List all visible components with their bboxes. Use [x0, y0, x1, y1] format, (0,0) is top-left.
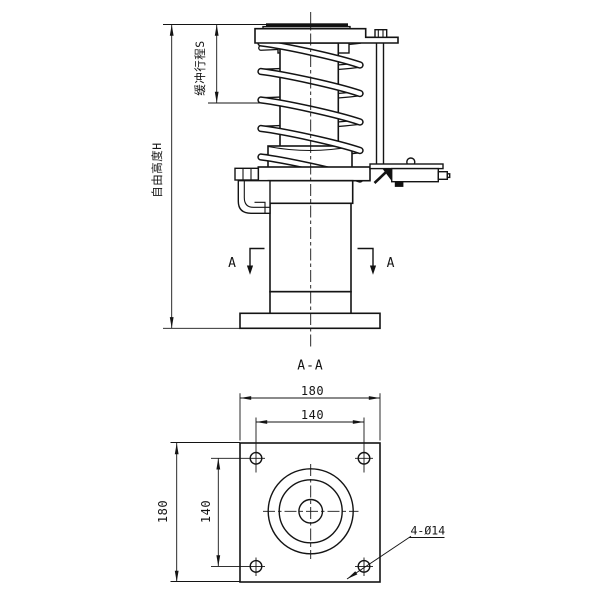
- pull-rod: [375, 43, 385, 164]
- dim-180-left-text: 180: [156, 500, 170, 523]
- guide-collar: [234, 166, 371, 182]
- front-view: 自由高度H 缓冲行程S: [150, 12, 451, 347]
- dim-180-top-text: 180: [301, 384, 324, 398]
- section-cut-marks: A A: [228, 247, 396, 275]
- switch-terminal: [394, 181, 404, 187]
- dim-top-180: 180: [239, 384, 381, 441]
- clamp-wedge: [382, 168, 392, 181]
- holes-note-text: 4-Ø14: [411, 524, 446, 538]
- limit-switch-bracket: [369, 157, 451, 187]
- buffer-stroke-label: 缓冲行程S: [193, 40, 207, 95]
- cut-mark-right: [357, 247, 374, 267]
- cut-label-left: A: [228, 256, 237, 271]
- switch-body: [391, 167, 440, 183]
- holes-note: 4-Ø14: [346, 524, 446, 580]
- collar-left-block: [234, 167, 259, 181]
- clamp-arm: [373, 167, 391, 184]
- section-view: A-A 1: [156, 359, 445, 583]
- plunger-tip: [446, 173, 451, 179]
- top-plate: [254, 27, 399, 44]
- oil-cup-bracket: [237, 180, 271, 214]
- switch-plunger: [437, 170, 448, 180]
- dim-left-140: 140: [199, 458, 221, 567]
- section-title: A-A: [297, 359, 323, 374]
- dim-140-left-text: 140: [199, 500, 213, 523]
- free-height-label: 自由高度H: [150, 142, 164, 197]
- dim-free-height: 自由高度H: [150, 24, 266, 329]
- center-bore: [263, 464, 359, 559]
- cut-arrow-right: [369, 265, 377, 275]
- base-flange: [239, 312, 381, 330]
- dim-top-140: 140: [256, 408, 364, 424]
- top-plate-assembly: [254, 23, 399, 164]
- rod-nut: [374, 29, 388, 39]
- rubber-pad: [266, 23, 348, 27]
- cut-label-right: A: [387, 256, 396, 271]
- flange-plate-section: [239, 442, 381, 583]
- cut-mark-left: [249, 247, 265, 267]
- cut-arrow-left: [246, 265, 254, 275]
- dim-buffer-stroke: 缓冲行程S: [193, 24, 262, 104]
- dim-left-180: 180: [156, 442, 240, 582]
- dim-140-top-text: 140: [301, 408, 324, 422]
